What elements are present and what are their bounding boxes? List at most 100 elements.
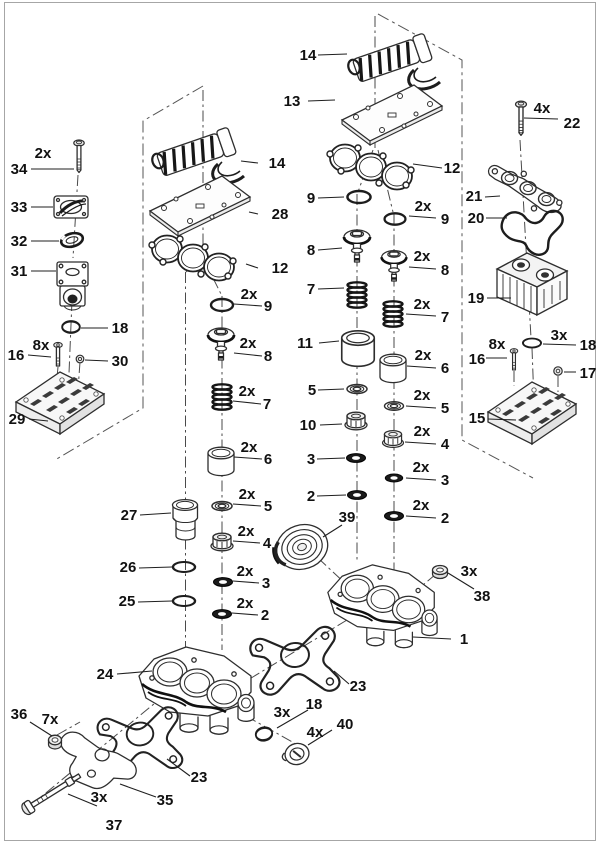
part-callout: 33 — [11, 199, 28, 216]
part-callout: 3 — [307, 451, 315, 468]
part-callout: 26 — [120, 559, 137, 576]
part-callout: 8 — [307, 242, 315, 259]
part-callout: 3 — [262, 575, 270, 592]
part-3-seal-2x-left — [213, 577, 233, 587]
part-7-spring-2x-left — [211, 383, 233, 411]
part-callout: 2 — [441, 510, 449, 527]
part-callout: 2x — [415, 198, 432, 215]
part-9-oring-2x — [383, 212, 407, 226]
part-27-piston — [171, 498, 199, 541]
part-2-seal-2x — [384, 511, 404, 521]
part-callout: 8x — [33, 337, 50, 354]
part-34-bolt — [73, 139, 85, 174]
part-32-clip — [59, 231, 85, 249]
part-2-seal-2x-left — [212, 609, 232, 619]
part-8-valve-2x-left — [206, 326, 236, 362]
part-18-oring-3x-right — [521, 337, 543, 349]
part-callout: 2x — [414, 296, 431, 313]
part-callout: 15 — [469, 410, 486, 427]
phantom-frames — [54, 13, 534, 479]
part-callout: 9 — [264, 298, 272, 315]
part-callout: 2x — [240, 335, 257, 352]
part-callout: 18 — [112, 320, 129, 337]
part-callout: 34 — [11, 161, 28, 178]
part-12-gasket-left — [148, 234, 237, 282]
part-28-plate — [149, 175, 251, 237]
part-callout: 2x — [237, 595, 254, 612]
part-callout: 16 — [8, 347, 25, 364]
part-39-drum — [272, 523, 329, 571]
part-12-gasket-center — [326, 143, 415, 191]
part-callout: 37 — [106, 817, 123, 834]
part-6-cup-2x-left — [207, 446, 235, 477]
part-38-nut-3x — [431, 564, 449, 580]
part-callout: 2x — [238, 523, 255, 540]
part-callout: 2x — [414, 423, 431, 440]
part-callout: 2x — [413, 497, 430, 514]
part-18-oring-3x-bottom — [253, 724, 275, 744]
part-callout: 32 — [11, 233, 28, 250]
part-callout: 10 — [300, 417, 317, 434]
part-callout: 7x — [42, 711, 59, 728]
part-callout: 7 — [307, 281, 315, 298]
part-3-seal — [346, 453, 366, 463]
part-callout: 4 — [441, 436, 450, 453]
part-callout: 8 — [264, 348, 272, 365]
part-callout: 5 — [264, 498, 272, 515]
part-callout: 38 — [474, 588, 491, 605]
part-5-washer-2x-left — [211, 500, 233, 512]
part-13-plate — [341, 84, 443, 146]
part-callout: 9 — [441, 211, 449, 228]
part-19-manifold-block — [495, 252, 569, 317]
part-26-oring — [171, 560, 197, 574]
part-callout: 8x — [489, 336, 506, 353]
part-callout: 2x — [241, 286, 258, 303]
part-1-valve-body — [326, 563, 439, 649]
part-callout: 6 — [441, 360, 449, 377]
part-callout: 6 — [264, 451, 272, 468]
part-callout: 2x — [241, 439, 258, 456]
part-callout: 27 — [121, 507, 138, 524]
part-37-bolt-3x — [21, 773, 82, 816]
part-callout: 9 — [307, 190, 315, 207]
part-callout: 2x — [239, 383, 256, 400]
page-border — [4, 2, 596, 841]
part-callout: 12 — [272, 260, 289, 277]
part-callout: 4 — [263, 535, 272, 552]
part-21-plate — [487, 164, 563, 214]
part-callout: 14 — [300, 47, 317, 64]
part-callout: 19 — [468, 290, 485, 307]
part-callout: 24 — [97, 666, 114, 683]
part-callout: 7 — [441, 309, 449, 326]
part-callout: 2x — [237, 563, 254, 580]
part-callout: 35 — [157, 792, 174, 809]
part-2-seal — [347, 490, 367, 500]
part-17-nut — [553, 366, 563, 376]
part-4-nut-2x-left — [210, 532, 234, 552]
part-16-screw-left — [53, 341, 63, 367]
part-callout: 28 — [272, 206, 289, 223]
part-callout: 36 — [11, 706, 28, 723]
part-callout: 18 — [306, 696, 323, 713]
part-10-nut — [344, 411, 368, 431]
part-callout: 2x — [414, 248, 431, 265]
part-callout: 13 — [284, 93, 301, 110]
part-16-screw-8x-right — [509, 348, 519, 371]
part-callout: 2 — [307, 488, 315, 505]
part-7-spring — [346, 281, 368, 309]
part-callout: 29 — [9, 411, 26, 428]
part-callout: 5 — [441, 400, 449, 417]
part-23-gasket-right — [247, 624, 342, 700]
part-15-valve-plate — [487, 381, 577, 445]
part-callout: 3x — [461, 563, 478, 580]
parts-layer — [15, 31, 577, 816]
part-callout: 3x — [551, 327, 568, 344]
part-callout: 2x — [415, 347, 432, 364]
part-9-oring — [346, 189, 372, 205]
part-callout: 1 — [460, 631, 468, 648]
part-callout: 2 — [261, 607, 269, 624]
part-30-nut — [75, 354, 85, 364]
part-callout: 40 — [337, 716, 354, 733]
part-callout: 2x — [239, 486, 256, 503]
